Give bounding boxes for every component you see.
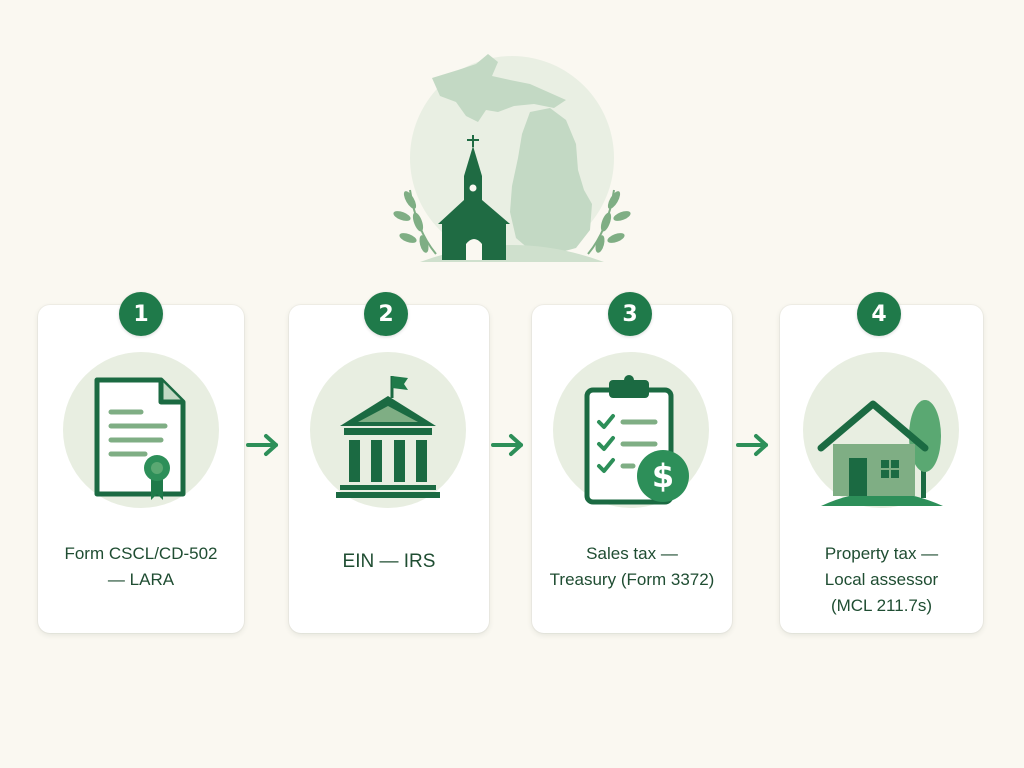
- step-label-4: Property tax — Local assessor (MCL 211.7…: [780, 541, 983, 619]
- arrow-right-icon: [736, 434, 768, 456]
- arrow-right-icon: [246, 434, 278, 456]
- step-label-3: Sales tax — Treasury (Form 3372): [532, 541, 732, 593]
- step-number-badge-4: 4: [857, 292, 901, 336]
- step-label-line: Form CSCL/CD-502: [64, 544, 218, 563]
- step-label-line: EIN — IRS: [342, 551, 436, 572]
- step-label-line: Property tax —: [824, 544, 939, 563]
- arrow-right-icon: [491, 434, 523, 456]
- step-number-badge-1: 1: [119, 292, 163, 336]
- step-label-line: Local assessor: [824, 570, 939, 589]
- step-label-line: Sales tax —: [586, 544, 678, 563]
- step-number-badge-2: 2: [364, 292, 408, 336]
- clipboard-checklist-dollar-icon: $: [553, 352, 709, 508]
- church-michigan-hero-icon: [393, 54, 631, 262]
- step-label-2: EIN — IRS: [289, 549, 489, 575]
- step-label-line: Treasury (Form 3372): [549, 570, 715, 589]
- step-label-line: (MCL 211.7s): [830, 596, 933, 615]
- step-number-badge-3: 3: [608, 292, 652, 336]
- svg-text:$: $: [652, 457, 674, 495]
- step-label-line: — LARA: [107, 570, 175, 589]
- government-building-icon: [310, 352, 466, 508]
- house-tree-icon: [803, 352, 959, 508]
- step-label-1: Form CSCL/CD-502 — LARA: [38, 541, 244, 593]
- certificate-document-icon: [63, 352, 219, 508]
